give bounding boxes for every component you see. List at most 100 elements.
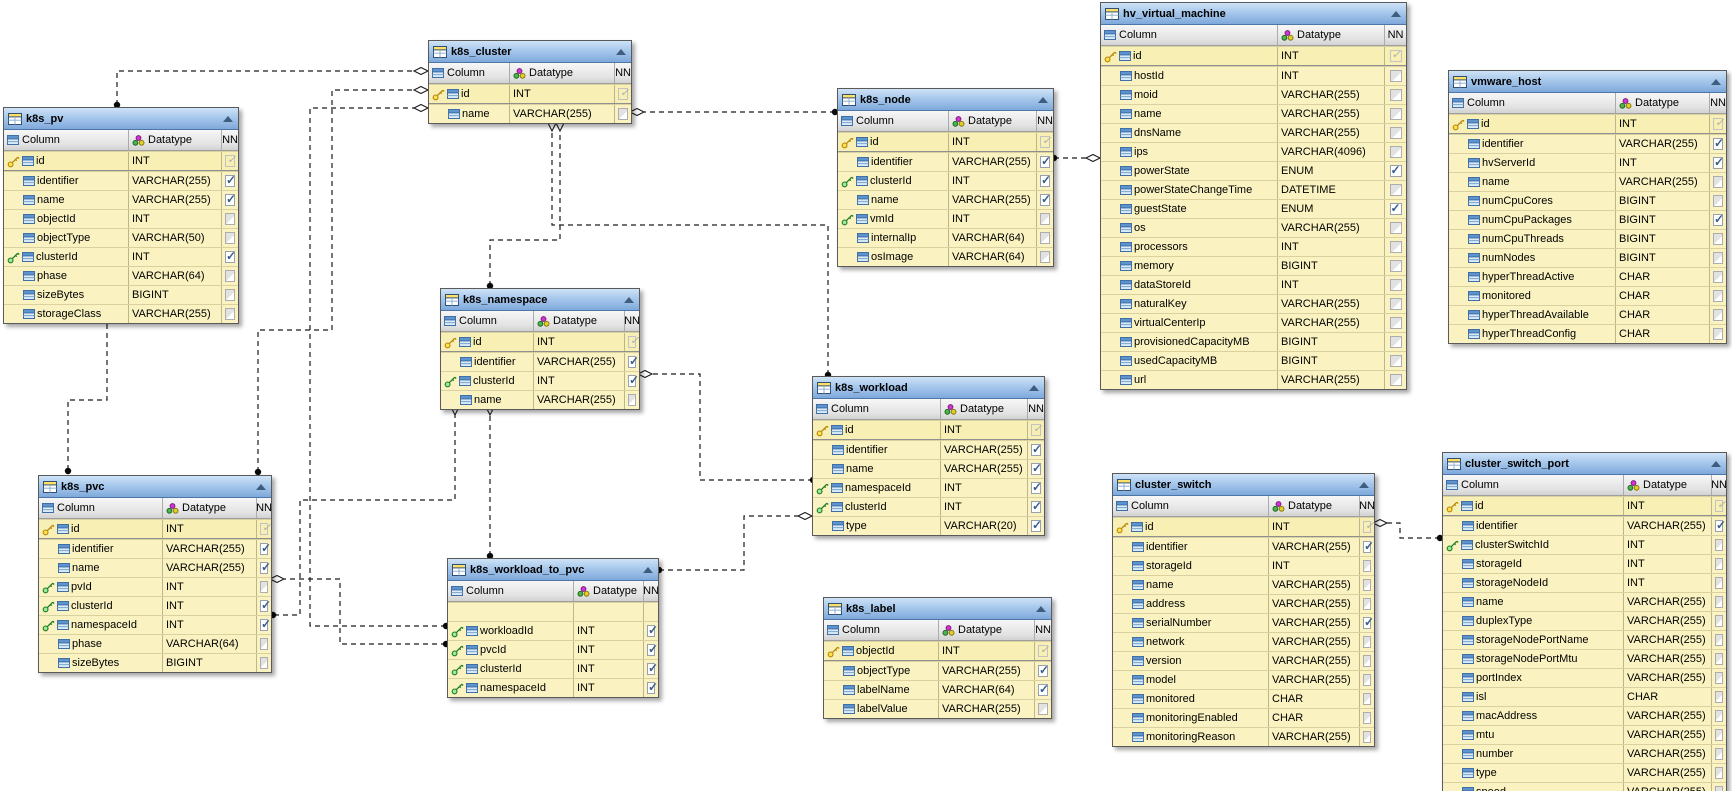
collapse-icon[interactable]	[624, 296, 634, 303]
relationship-line-k8s_pvc.clusterId[interactable]	[257, 89, 414, 472]
table-k8s_cluster[interactable]: k8s_clusterColumnDatatypeNNidINTnameVARC…	[428, 40, 632, 124]
relationship-line-k8s_namespace.clusterId[interactable]	[489, 131, 561, 286]
column-row-empty[interactable]	[448, 602, 658, 621]
relationship-line-k8s_workload_to_pvc.pvcId[interactable]	[284, 578, 446, 645]
relationship-line-k8s_workload_to_pvc.clusterId[interactable]	[309, 107, 446, 627]
collapse-icon[interactable]	[1036, 605, 1046, 612]
table-title-bar[interactable]: vmware_host	[1449, 71, 1726, 93]
collapse-icon[interactable]	[616, 48, 626, 55]
table-title-bar[interactable]: cluster_switch_port	[1443, 453, 1726, 475]
table-title-bar[interactable]: k8s_pvc	[39, 476, 271, 498]
relationship-line-k8s_pvc.namespaceId[interactable]	[274, 415, 456, 616]
table-title-bar[interactable]: k8s_cluster	[429, 41, 631, 63]
collapse-icon[interactable]	[223, 115, 233, 122]
table-k8s_node[interactable]: k8s_nodeColumnDatatypeNNidINTidentifierV…	[837, 88, 1054, 267]
column-row-speed[interactable]: speedVARCHAR(255)	[1443, 782, 1726, 791]
table-title-bar[interactable]: k8s_workload	[813, 377, 1044, 399]
table-title-bar[interactable]: k8s_pv	[4, 108, 238, 130]
relationship-line-cluster_switch_port.clusterSwitchId[interactable]	[1387, 522, 1440, 539]
collapse-icon[interactable]	[1391, 10, 1401, 17]
relationship-line-k8s_pv.clusterId[interactable]	[116, 70, 414, 105]
table-k8s_pvc[interactable]: k8s_pvcColumnDatatypeNNidINTidentifierVA…	[38, 475, 272, 673]
table-title-bar[interactable]: k8s_workload_to_pvc	[448, 559, 658, 581]
table-k8s_pv[interactable]: k8s_pvColumnDatatypeNNidINTidentifierVAR…	[3, 107, 239, 324]
table-k8s_workload[interactable]: k8s_workloadColumnDatatypeNNidINTidentif…	[812, 376, 1045, 536]
table-title-bar[interactable]: k8s_node	[838, 89, 1053, 111]
relationship-line-k8s_workload.namespaceId[interactable]	[652, 373, 813, 481]
table-vmware_host[interactable]: vmware_hostColumnDatatypeNNidINTidentifi…	[1448, 70, 1727, 344]
table-k8s_namespace[interactable]: k8s_namespaceColumnDatatypeNNidINTidenti…	[440, 288, 640, 410]
table-k8s_label[interactable]: k8s_labelColumnDatatypeNNobjectIdINTobje…	[823, 597, 1052, 719]
relationship-line-k8s_workload_to_pvc.workloadId[interactable]	[659, 515, 798, 571]
collapse-icon[interactable]	[1711, 460, 1721, 467]
